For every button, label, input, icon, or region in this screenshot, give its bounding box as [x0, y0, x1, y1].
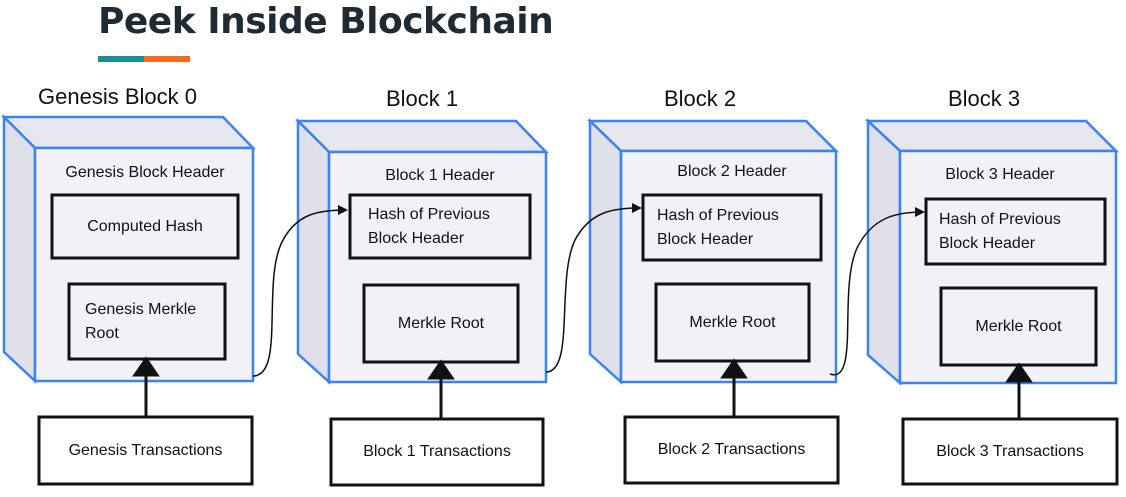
box-prev-hash-1 [348, 193, 532, 260]
box-transactions-2 [623, 415, 840, 485]
block-cube-1 [294, 117, 549, 385]
prev-hash-label-1: Hash of Previous Block Header [368, 205, 490, 247]
title-underline-teal [98, 56, 144, 62]
box-computed-hash [50, 193, 240, 260]
page-title: Peek Inside Blockchain [98, 1, 554, 42]
computed-hash-label: Computed Hash [87, 217, 203, 235]
transactions-label-1: Block 1 Transactions [363, 443, 511, 460]
transactions-label-2: Block 2 Transactions [657, 441, 806, 458]
transactions-label-3: Block 3 Transactions [936, 442, 1084, 460]
transactions-label-genesis: Genesis Transactions [68, 441, 223, 459]
prev-hash-label-3: Hash of Previous Block Header [939, 210, 1061, 252]
genesis-merkle-label: Genesis Merkle Root [85, 300, 197, 342]
block-title-genesis: Genesis Block 0 [38, 84, 197, 109]
box-prev-hash-3 [924, 197, 1107, 266]
block-title-3: Block 3 [948, 86, 1021, 111]
link-arrow-2-to-3 [829, 207, 925, 376]
header-label-1: Block 1 Header [385, 167, 495, 184]
merkle-label-3: Merkle Root [975, 317, 1062, 335]
box-transactions-1 [329, 417, 545, 487]
box-transactions-3 [901, 417, 1119, 486]
prev-hash-label-2: Hash of Previous Block Header [657, 206, 779, 248]
merkle-label-2: Merkle Root [689, 313, 776, 331]
block-cube-genesis [0, 113, 256, 384]
link-arrow-0-to-1 [252, 205, 348, 377]
header-label-genesis: Genesis Block Header [65, 164, 225, 181]
box-prev-hash-2 [641, 193, 823, 262]
header-label-2: Block 2 Header [677, 163, 787, 180]
header-label-3: Block 3 Header [945, 166, 1055, 183]
link-arrow-1-to-2 [545, 203, 642, 373]
title-underline-orange [144, 56, 190, 62]
block-cube-3 [864, 118, 1120, 386]
block-title-1: Block 1 [386, 86, 459, 111]
block-title-2: Block 2 [664, 86, 737, 111]
merkle-label-1: Merkle Root [397, 314, 485, 332]
